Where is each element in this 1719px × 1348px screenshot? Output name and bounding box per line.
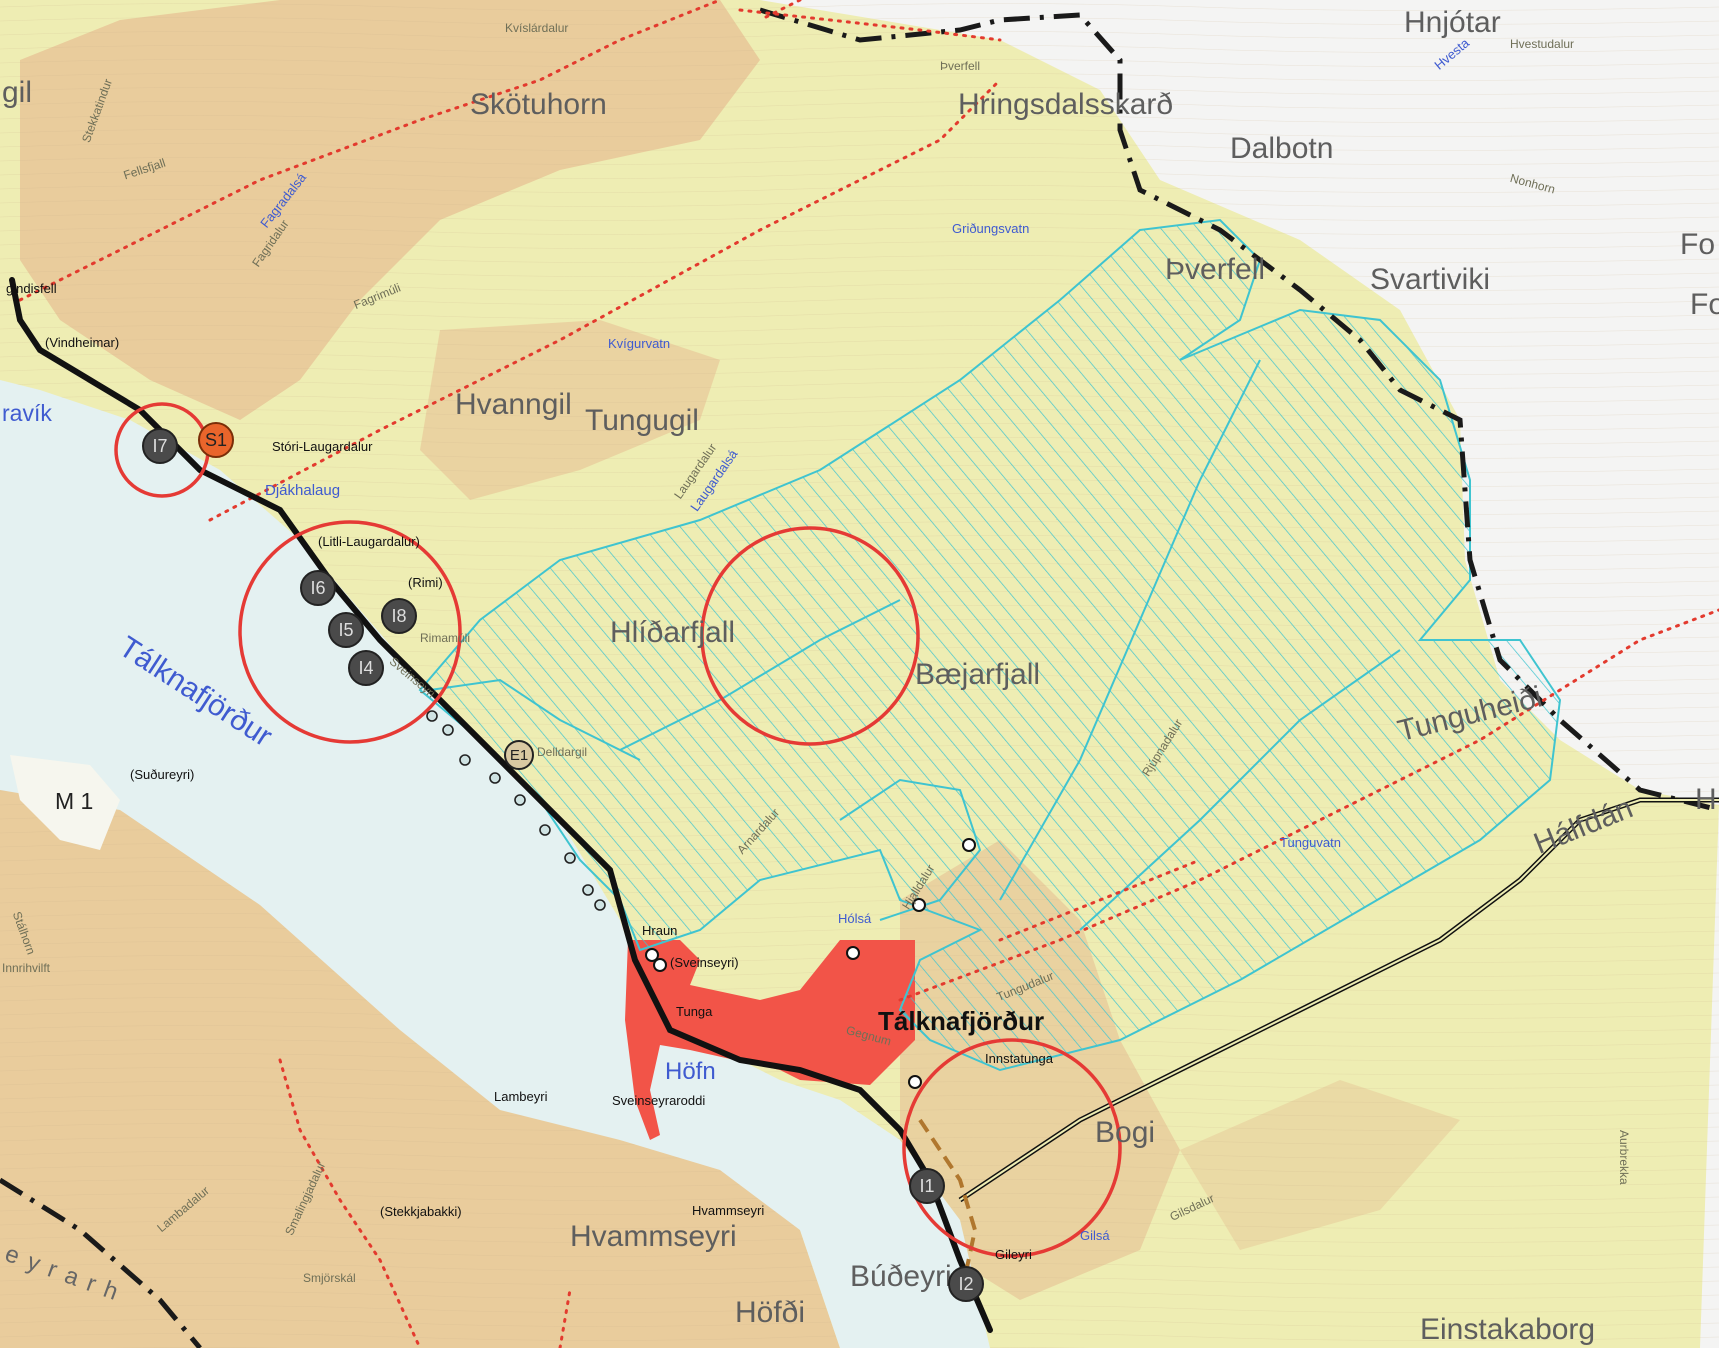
trail xyxy=(918,1118,978,1301)
dotted-boundaries xyxy=(18,0,1719,1348)
hazard-zone xyxy=(418,218,1562,1072)
municipal-boundary xyxy=(0,7,1719,1348)
urban-area xyxy=(625,940,915,1140)
well-symbols xyxy=(645,838,976,1089)
fjord-water xyxy=(0,380,990,1348)
main-road xyxy=(9,277,993,1333)
red-circles xyxy=(114,402,1122,1258)
